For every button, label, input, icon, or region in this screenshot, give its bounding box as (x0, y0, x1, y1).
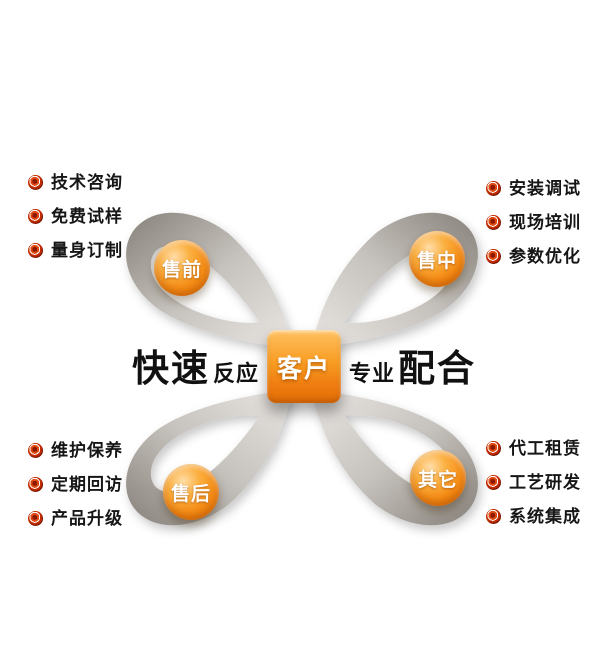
node-mid-sale: 售中 (409, 231, 465, 287)
list-item: 维护保养 (28, 440, 123, 461)
swirl-bullet-icon (486, 441, 501, 456)
list-item: 技术咨询 (28, 172, 123, 193)
list-item: 参数优化 (486, 246, 581, 267)
list-item: 定期回访 (28, 474, 123, 495)
node-pre-sale: 售前 (154, 240, 210, 296)
service-list-bottom-right: 代工租赁 工艺研发 系统集成 (486, 438, 581, 540)
node-pre-sale-label: 售前 (161, 259, 202, 281)
ribbon-petal-bottom-right (312, 390, 478, 526)
ribbon-petal-top-left (126, 212, 293, 348)
list-item-label: 维护保养 (51, 441, 123, 460)
list-item: 系统集成 (486, 506, 581, 527)
list-item: 量身订制 (28, 240, 123, 261)
list-item: 免费试样 (28, 206, 123, 227)
swirl-bullet-icon (28, 175, 43, 190)
customer-box: 客户 (267, 330, 341, 403)
swirl-bullet-icon (28, 209, 43, 224)
ribbon-petal-bottom-left (126, 390, 293, 526)
service-list-top-left: 技术咨询 免费试样 量身订制 (28, 172, 123, 274)
list-item-label: 定期回访 (51, 475, 123, 494)
ribbon-petal-top-right (312, 212, 478, 348)
customer-box-label: 客户 (276, 355, 331, 383)
node-other-label: 其它 (417, 469, 458, 491)
list-item-label: 参数优化 (509, 247, 581, 266)
slogan-left: 快速 反应 (0, 338, 262, 392)
swirl-bullet-icon (28, 511, 43, 526)
list-item: 工艺研发 (486, 472, 581, 493)
list-item-label: 现场培训 (509, 213, 581, 232)
swirl-bullet-icon (28, 243, 43, 258)
list-item-label: 量身订制 (51, 241, 123, 260)
swirl-bullet-icon (486, 509, 501, 524)
list-item-label: 工艺研发 (509, 473, 581, 492)
node-after-sale-label: 售后 (170, 483, 211, 505)
list-item-label: 安装调试 (509, 179, 581, 198)
node-other: 其它 (410, 450, 466, 506)
slogan-right-big: 配合 (398, 349, 477, 390)
list-item: 安装调试 (486, 178, 581, 199)
list-item: 产品升级 (28, 508, 123, 529)
list-item-label: 免费试样 (51, 207, 123, 226)
list-item: 现场培训 (486, 212, 581, 233)
node-mid-sale-label: 售中 (416, 250, 457, 272)
swirl-bullet-icon (28, 477, 43, 492)
swirl-bullet-icon (486, 181, 501, 196)
slogan-left-small: 反应 (212, 361, 259, 386)
swirl-bullet-icon (486, 215, 501, 230)
list-item-label: 代工租赁 (509, 439, 581, 458)
list-item-label: 技术咨询 (51, 173, 123, 192)
slogan-right-small: 专业 (349, 361, 396, 386)
list-item-label: 产品升级 (51, 509, 123, 528)
swirl-bullet-icon (28, 443, 43, 458)
swirl-bullet-icon (486, 475, 501, 490)
service-list-top-right: 安装调试 现场培训 参数优化 (486, 178, 581, 280)
service-list-bottom-left: 维护保养 定期回访 产品升级 (28, 440, 123, 542)
slogan-left-big: 快速 (131, 349, 210, 390)
list-item-label: 系统集成 (509, 507, 581, 526)
list-item: 代工租赁 (486, 438, 581, 459)
node-after-sale: 售后 (163, 464, 219, 520)
slogan-right: 专业 配合 (346, 338, 600, 392)
swirl-bullet-icon (486, 249, 501, 264)
